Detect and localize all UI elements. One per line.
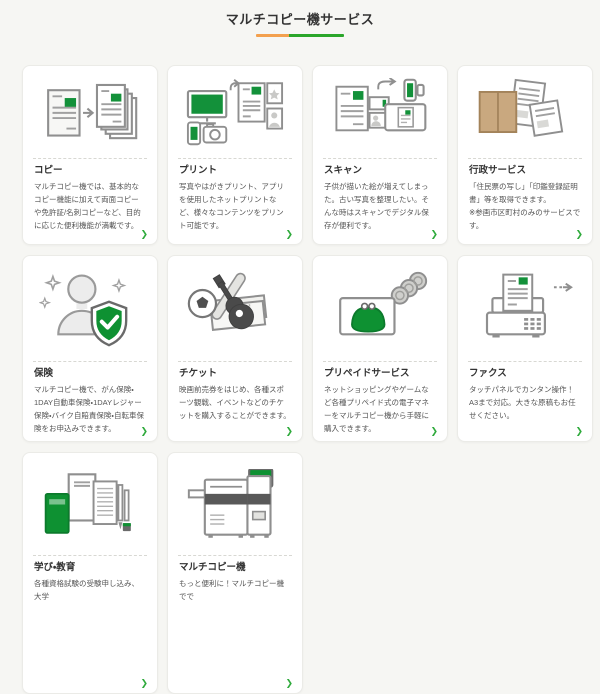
prepaid-purse-icon <box>313 256 447 361</box>
card-description: 写真やはがきプリント、アプリを使用したネットプリントなど、様々なコンテンツをプリ… <box>179 182 284 231</box>
chevron-right-icon[interactable]: ❯ <box>430 229 438 239</box>
card-description: マルチコピー機では、基本的なコピー機能に加えて両面コピーや免許証/名刺コピーなど… <box>34 182 141 231</box>
service-card-copy[interactable]: コピー マルチコピー機では、基本的なコピー機能に加えて両面コピーや免許証/名刺コ… <box>22 65 158 245</box>
card-divider <box>178 361 292 362</box>
card-divider <box>323 361 437 362</box>
chevron-right-icon[interactable]: ❯ <box>575 229 583 239</box>
card-title: チケット <box>179 368 218 379</box>
card-divider <box>468 158 582 159</box>
chevron-right-icon[interactable]: ❯ <box>140 426 148 436</box>
card-title: スキャン <box>324 165 363 176</box>
card-description: もっと便利に！マルチコピー機でで <box>179 579 284 602</box>
service-card-government[interactable]: 行政サービス 「住民票の写し」「印鑑登録証明書」等を取得できます。 ※参画市区町… <box>457 65 593 245</box>
card-description: タッチパネルでカンタン操作！ <box>469 385 574 395</box>
chevron-right-icon[interactable]: ❯ <box>285 678 293 688</box>
card-title: 保険 <box>34 368 54 379</box>
card-title: 学び・教育 <box>34 562 76 573</box>
chevron-right-icon[interactable]: ❯ <box>140 678 148 688</box>
education-books-icon <box>23 453 157 555</box>
card-divider <box>33 158 147 159</box>
service-card-scan[interactable]: スキャン 子供が描いた絵が増えてしまった。古い写真を整理したい。そんな時はスキャ… <box>312 65 448 245</box>
page-title: マルチコピー機サービス <box>225 12 375 27</box>
card-description: 「住民票の写し」「印鑑登録証明書」等を取得できます。 <box>469 182 578 205</box>
card-divider <box>323 158 437 159</box>
card-description-note: ※参画市区町村のみのサービスです。 <box>469 208 581 231</box>
card-title: コピー <box>34 165 63 176</box>
card-description: 各種資格試験の受験申し込み、大学 <box>34 579 139 602</box>
chevron-right-icon[interactable]: ❯ <box>285 426 293 436</box>
card-title: マルチコピー機 <box>179 562 246 573</box>
chevron-right-icon[interactable]: ❯ <box>140 229 148 239</box>
card-title: 行政サービス <box>469 165 527 176</box>
scan-devices-icon <box>313 66 447 158</box>
service-card-ticket[interactable]: チケット 映画前売券をはじめ、各種スポーツ観戦、イベントなどのチケットを購入する… <box>167 255 303 442</box>
service-card-multicopy-machine[interactable]: マルチコピー機 もっと便利に！マルチコピー機でで ❯ <box>167 452 303 694</box>
service-card-print[interactable]: プリント 写真やはがきプリント、アプリを使用したネットプリントなど、様々なコンテ… <box>167 65 303 245</box>
card-description-note: A3まで対応。大きな原稿もお任せください。 <box>469 398 576 421</box>
card-title: プリント <box>179 165 218 176</box>
multicopy-machine-icon <box>168 453 302 555</box>
service-card-insurance[interactable]: 保険 マルチコピー機で、がん保険・1DAY自動車保険・1DAYレジャー保険・バイ… <box>22 255 158 442</box>
card-divider <box>468 361 582 362</box>
insurance-shield-icon <box>23 256 157 361</box>
ticket-entertainment-icon <box>168 256 302 361</box>
card-description: 子供が描いた絵が増えてしまった。古い写真を整理したい。そんな時はスキャンでデジタ… <box>324 182 429 231</box>
chevron-right-icon[interactable]: ❯ <box>430 426 438 436</box>
card-description: ネットショッピングやゲームなど各種プリペイド式の電子マネーをマルチコピー機から手… <box>324 385 429 434</box>
card-title: ファクス <box>469 368 507 379</box>
card-divider <box>178 158 292 159</box>
service-card-prepaid[interactable]: プリペイドサービス ネットショッピングやゲームなど各種プリペイド式の電子マネーを… <box>312 255 448 442</box>
title-underline <box>256 34 344 37</box>
print-devices-icon <box>168 66 302 158</box>
card-description: マルチコピー機で、がん保険・1DAY自動車保険・1DAYレジャー保険・バイク自賠… <box>34 385 144 434</box>
service-cards-grid: コピー マルチコピー機では、基本的なコピー機能に加えて両面コピーや免許証/名刺コ… <box>22 65 600 694</box>
card-title: プリペイドサービス <box>324 368 410 379</box>
card-divider <box>33 361 147 362</box>
page-header: マルチコピー機サービス <box>0 0 600 37</box>
chevron-right-icon[interactable]: ❯ <box>575 426 583 436</box>
service-card-fax[interactable]: ファクス タッチパネルでカンタン操作！ A3まで対応。大きな原稿もお任せください… <box>457 255 593 442</box>
card-description: 映画前売券をはじめ、各種スポーツ観戦、イベントなどのチケットを購入することができ… <box>179 385 291 421</box>
fax-machine-icon <box>458 256 592 361</box>
underline-orange-segment <box>256 34 289 37</box>
chevron-right-icon[interactable]: ❯ <box>285 229 293 239</box>
copy-documents-icon <box>23 66 157 158</box>
government-documents-icon <box>458 66 592 158</box>
card-divider <box>33 555 147 556</box>
service-card-education[interactable]: 学び・教育 各種資格試験の受験申し込み、大学 ❯ <box>22 452 158 694</box>
underline-green-segment <box>289 34 344 37</box>
card-divider <box>178 555 292 556</box>
